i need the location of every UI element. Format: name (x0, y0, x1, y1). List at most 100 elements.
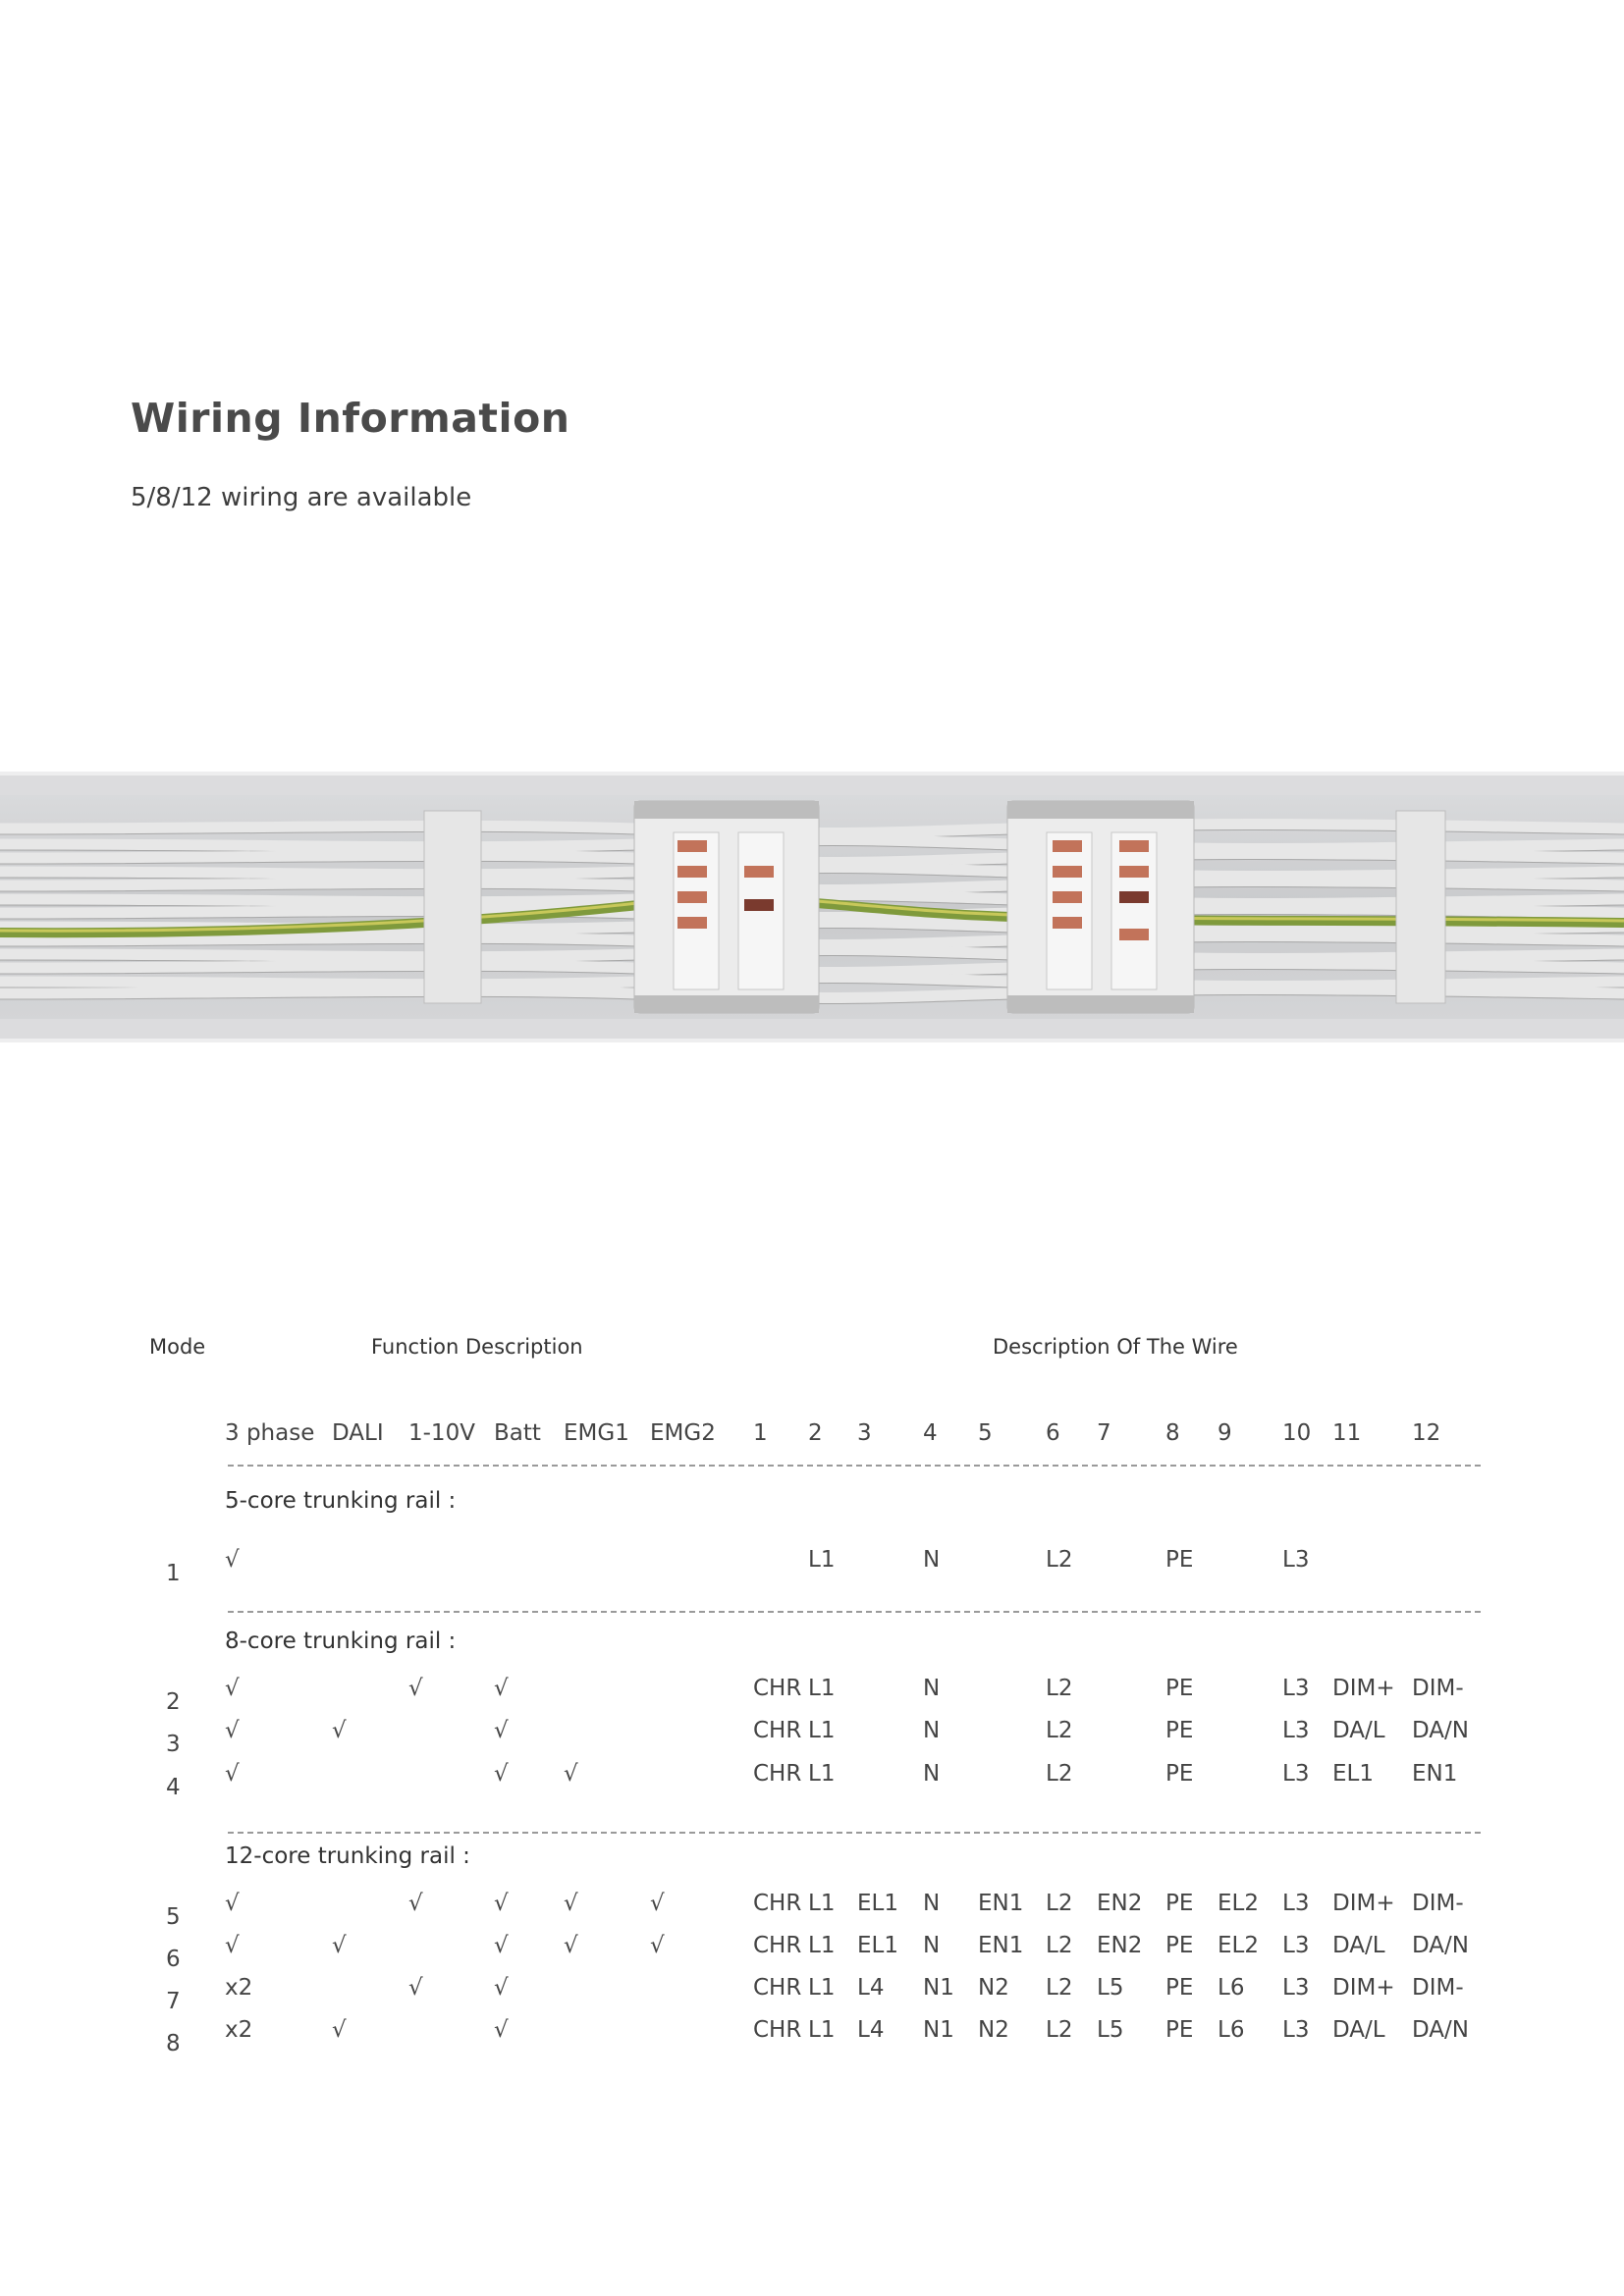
table-cell: √ (494, 2017, 509, 2043)
column-header: EMG1 (564, 1420, 629, 1446)
dashed-divider (228, 1465, 1481, 1467)
table-cell: CHR (753, 1676, 802, 1701)
table-cell: L3 (1282, 1718, 1310, 1743)
table-cell: √ (494, 1891, 509, 1916)
table-cell: L6 (1218, 1975, 1245, 2001)
table-cell: L2 (1046, 1761, 1073, 1787)
table-cell: EL2 (1218, 1933, 1259, 1958)
table-cell: CHR (753, 1933, 802, 1958)
table-cell: L5 (1097, 1975, 1124, 2001)
table-cell: L1 (808, 1761, 836, 1787)
table-cell: √ (225, 1933, 240, 1958)
table-cell: PE (1165, 1933, 1194, 1958)
table-cell: DA/L (1332, 1933, 1385, 1958)
table-cell: L2 (1046, 2017, 1073, 2043)
table-cell: DA/N (1412, 2017, 1469, 2043)
function-description-header: Function Description (371, 1335, 583, 1359)
table-cell: √ (494, 1761, 509, 1787)
mode-number: 7 (166, 1989, 181, 2014)
table-cell: L3 (1282, 1676, 1310, 1701)
section-title: 5-core trunking rail : (225, 1488, 457, 1514)
table-cell: DA/N (1412, 1718, 1469, 1743)
table-cell: DIM+ (1332, 1975, 1395, 2001)
mode-number: 6 (166, 1947, 181, 1972)
table-cell: √ (225, 1547, 240, 1573)
table-cell: CHR (753, 1718, 802, 1743)
table-cell: N2 (978, 1975, 1009, 2001)
table-cell: DA/L (1332, 1718, 1385, 1743)
column-header: 1-10V (408, 1420, 475, 1446)
column-header: 4 (923, 1420, 938, 1446)
table-cell: L3 (1282, 2017, 1310, 2043)
table-cell: PE (1165, 1676, 1194, 1701)
table-cell: L2 (1046, 1933, 1073, 1958)
table-cell: DIM- (1412, 1676, 1464, 1701)
table-cell: L5 (1097, 2017, 1124, 2043)
table-cell: CHR (753, 2017, 802, 2043)
table-cell: L2 (1046, 1547, 1073, 1573)
table-cell: L1 (808, 1718, 836, 1743)
table-cell: L3 (1282, 1547, 1310, 1573)
column-header: 5 (978, 1420, 993, 1446)
table-cell: L6 (1218, 2017, 1245, 2043)
table-cell: √ (332, 1933, 347, 1958)
table-cell: PE (1165, 1975, 1194, 2001)
connector-block-1 (633, 800, 820, 1014)
table-cell: N (923, 1676, 941, 1701)
table-cell: EN1 (978, 1891, 1024, 1916)
column-header: 6 (1046, 1420, 1060, 1446)
table-cell: L1 (808, 2017, 836, 2043)
table-cell: √ (564, 1761, 578, 1787)
table-cell: DIM+ (1332, 1891, 1395, 1916)
table-cell: √ (650, 1891, 665, 1916)
table-cell: CHR (753, 1975, 802, 2001)
mode-number: 2 (166, 1689, 181, 1715)
table-cell: L1 (808, 1676, 836, 1701)
table-cell: √ (332, 1718, 347, 1743)
table-cell: L2 (1046, 1975, 1073, 2001)
table-cell: L2 (1046, 1891, 1073, 1916)
table-cell: EN1 (1412, 1761, 1458, 1787)
table-cell: L1 (808, 1933, 836, 1958)
column-header: EMG2 (650, 1420, 716, 1446)
column-header: Batt (494, 1420, 541, 1446)
table-cell: L1 (808, 1547, 836, 1573)
mode-number: 3 (166, 1732, 181, 1757)
mode-header: Mode (149, 1335, 206, 1359)
dashed-divider (228, 1611, 1481, 1613)
table-cell: N (923, 1547, 941, 1573)
mode-number: 1 (166, 1561, 181, 1586)
table-cell: x2 (225, 1975, 253, 2001)
table-cell: DA/N (1412, 1933, 1469, 1958)
table-cell: PE (1165, 1718, 1194, 1743)
column-header: 12 (1412, 1420, 1441, 1446)
table-cell: N1 (923, 1975, 954, 2001)
table-cell: N (923, 1891, 941, 1916)
table-cell: √ (494, 1975, 509, 2001)
table-cell: √ (408, 1676, 423, 1701)
table-cell: L2 (1046, 1718, 1073, 1743)
mode-number: 4 (166, 1775, 181, 1800)
table-cell: x2 (225, 2017, 253, 2043)
table-cell: DIM+ (1332, 1676, 1395, 1701)
table-cell: √ (408, 1975, 423, 2001)
page-subtitle: 5/8/12 wiring are available (131, 483, 472, 512)
table-cell: N (923, 1718, 941, 1743)
table-cell: DIM- (1412, 1975, 1464, 2001)
table-cell: PE (1165, 1761, 1194, 1787)
table-cell: EL1 (857, 1891, 898, 1916)
table-cell: √ (225, 1891, 240, 1916)
column-header: 1 (753, 1420, 768, 1446)
table-cell: DA/L (1332, 2017, 1385, 2043)
table-cell: N (923, 1761, 941, 1787)
mode-number: 5 (166, 1904, 181, 1930)
trunking-rail-photo (0, 772, 1624, 1042)
table-cell: N (923, 1933, 941, 1958)
column-header: 10 (1282, 1420, 1312, 1446)
column-header: DALI (332, 1420, 384, 1446)
table-cell: L1 (808, 1975, 836, 2001)
table-cell: PE (1165, 1547, 1194, 1573)
table-cell: EL2 (1218, 1891, 1259, 1916)
table-cell: √ (332, 2017, 347, 2043)
table-cell: L2 (1046, 1676, 1073, 1701)
